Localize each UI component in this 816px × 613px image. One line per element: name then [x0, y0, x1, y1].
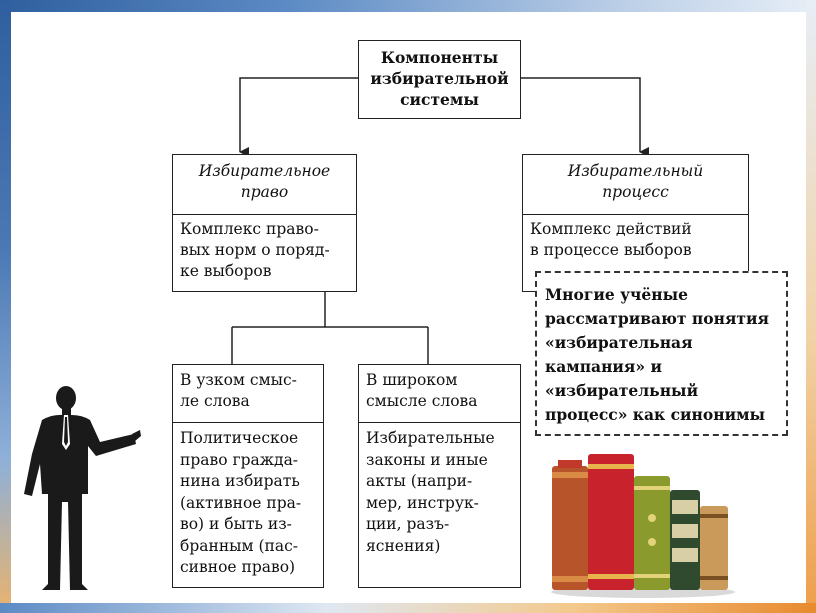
narrow-desc-l6: бранным (пас-	[180, 536, 299, 555]
narrow-title-l1: В узком смыс-	[180, 371, 297, 389]
top-line-2: избирательной	[370, 69, 509, 88]
books-stack-icon	[551, 454, 735, 598]
law-desc-l3: ке выборов	[180, 262, 272, 280]
process-desc-l2: в процессе выборов	[530, 241, 692, 259]
narrow-desc-l7: сивное право)	[180, 558, 296, 576]
businessman-silhouette-icon	[24, 386, 141, 590]
wide-title: В широком смысле слова	[359, 365, 520, 423]
box-wide-sense: В широком смысле слова Избирательные зак…	[358, 364, 521, 588]
process-title-l1: Избирательный	[567, 162, 704, 180]
process-desc-l1: Комплекс действий	[530, 220, 692, 238]
narrow-desc-l2: право гражда-	[180, 450, 299, 469]
narrow-title: В узком смыс- ле слова	[173, 365, 323, 423]
wide-desc-l1: Избирательные	[366, 429, 495, 447]
process-title: Избирательный процесс	[523, 155, 748, 215]
box-narrow-sense: В узком смыс- ле слова Политическое прав…	[172, 364, 324, 588]
wide-desc-l5: ции, разъ-	[366, 515, 450, 533]
law-desc-l1: Комплекс право-	[180, 220, 319, 238]
box-electoral-system-components: Компоненты избирательной системы	[358, 40, 521, 119]
process-title-l2: процесс	[602, 183, 669, 201]
wide-desc-l3: акты (напри-	[366, 472, 473, 490]
note-l4: кампания» и	[545, 357, 662, 376]
wide-desc-l2: законы и иные	[366, 450, 488, 469]
narrow-desc-l5: во) и быть из-	[180, 515, 292, 533]
law-description: Комплекс право- вых норм о поряд- ке выб…	[173, 215, 356, 286]
top-line-3: системы	[400, 90, 479, 109]
narrow-desc-l1: Политическое	[180, 429, 299, 447]
frame-right-border	[806, 0, 816, 613]
note-l3: «избирательная	[545, 333, 693, 352]
process-description: Комплекс действий в процессе выборов	[523, 215, 748, 265]
note-synonyms-callout: Многие учёные рассматривают понятия «изб…	[535, 271, 788, 436]
arrow-to-law	[239, 77, 358, 157]
frame-top-border	[0, 0, 816, 12]
note-l6: процесс» как синонимы	[545, 405, 766, 424]
law-title-l2: право	[240, 183, 289, 201]
note-l1: Многие учёные	[545, 285, 688, 304]
law-title-l1: Избирательное	[198, 162, 331, 180]
note-l5: «избирательный	[545, 381, 699, 400]
wide-title-l2: смысле слова	[366, 392, 478, 410]
wide-description: Избирательные законы и иные акты (напри-…	[359, 423, 520, 561]
frame-left-border	[0, 0, 11, 613]
wide-title-l1: В широком	[366, 371, 458, 389]
wide-desc-l4: мер, инструк-	[366, 493, 479, 512]
narrow-desc-l4: (активное пра-	[180, 493, 302, 512]
frame-bottom-border	[0, 603, 816, 613]
narrow-desc-l3: нина избирать	[180, 472, 300, 490]
note-l2: рассматривают понятия	[545, 309, 769, 328]
box-electoral-law: Избирательное право Комплекс право- вых …	[172, 154, 357, 292]
narrow-description: Политическое право гражда- нина избирать…	[173, 423, 323, 583]
wide-desc-l6: яснения)	[366, 536, 441, 555]
top-line-1: Компоненты	[380, 48, 499, 67]
arrow-to-process	[521, 77, 649, 157]
law-desc-l2: вых норм о поряд-	[180, 241, 330, 259]
narrow-title-l2: ле слова	[180, 392, 250, 410]
law-title: Избирательное право	[173, 155, 356, 215]
